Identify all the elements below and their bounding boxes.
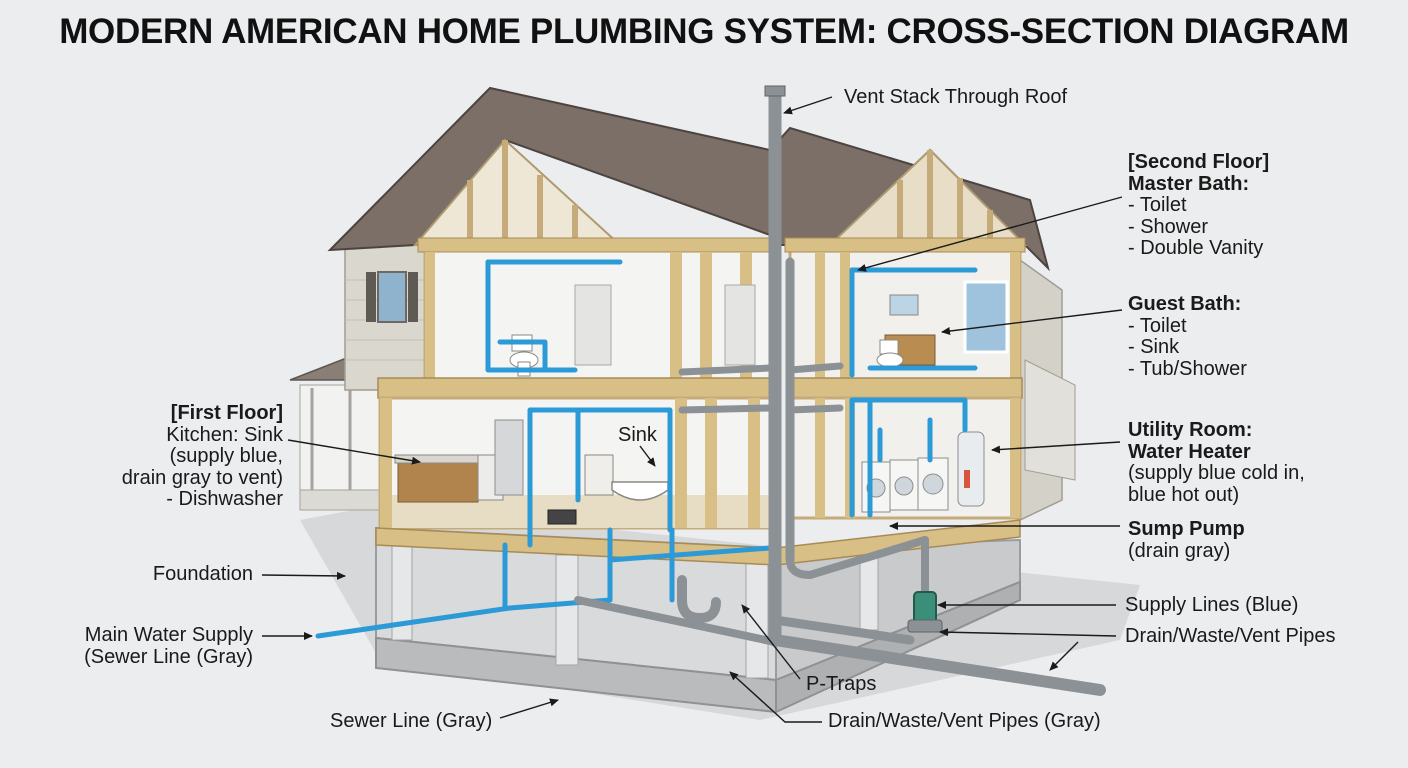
label-first-floor: [First Floor] Kitchen: Sink (supply blue… bbox=[121, 402, 283, 511]
diagram-title: MODERN AMERICAN HOME PLUMBING SYSTEM: CR… bbox=[59, 12, 1349, 51]
second-floor-heading: [Second Floor] bbox=[1128, 151, 1270, 173]
master-bath-item: - Shower bbox=[1128, 215, 1209, 238]
label-sink: Sink bbox=[618, 424, 657, 446]
master-bath-item: - Toilet bbox=[1128, 194, 1187, 216]
first-floor-line: drain gray to vent) bbox=[121, 466, 283, 489]
main-supply-line: Main Water Supply bbox=[84, 624, 253, 646]
label-dwv-pipes: Drain/Waste/Vent Pipes bbox=[1125, 625, 1336, 647]
utility-note: blue hot out) bbox=[1128, 483, 1240, 506]
p-trap bbox=[677, 575, 721, 624]
right-wall bbox=[1019, 258, 1076, 522]
sump-pump bbox=[907, 591, 943, 633]
sump-note: (drain gray) bbox=[1128, 539, 1231, 562]
guest-bath-item: - Tub/Shower bbox=[1128, 357, 1247, 380]
first-floor-frame bbox=[378, 396, 1022, 530]
label-p-traps: P-Traps bbox=[806, 673, 877, 695]
vent-cap bbox=[764, 85, 786, 97]
label-supply-lines: Supply Lines (Blue) bbox=[1125, 594, 1299, 616]
label-second-floor: [Second Floor] Master Bath: - Toilet - S… bbox=[1128, 151, 1270, 260]
label-sump-pump: Sump Pump (drain gray) bbox=[1128, 518, 1245, 562]
label-dwv-gray: Drain/Waste/Vent Pipes (Gray) bbox=[828, 710, 1101, 732]
leader-lines bbox=[261, 96, 1123, 723]
guest-bath-heading: Guest Bath: bbox=[1128, 293, 1242, 315]
master-bath-heading: Master Bath: bbox=[1128, 172, 1250, 195]
second-floor-joists bbox=[377, 377, 1023, 399]
label-vent-stack: Vent Stack Through Roof bbox=[844, 86, 1068, 108]
label-sewer-line: Sewer Line (Gray) bbox=[330, 710, 493, 732]
first-floor-line: - Dishwasher bbox=[166, 488, 283, 510]
first-floor-heading: [First Floor] bbox=[170, 402, 283, 424]
water-heater-heading: Water Heater bbox=[1128, 440, 1251, 463]
utility-note: (supply blue cold in, bbox=[1128, 462, 1305, 484]
sump-heading: Sump Pump bbox=[1128, 518, 1245, 540]
label-foundation: Foundation bbox=[152, 563, 253, 585]
second-floor-frame bbox=[417, 237, 1026, 382]
label-main-water-supply: Main Water Supply (Sewer Line (Gray) bbox=[84, 624, 253, 668]
label-utility-room: Utility Room: Water Heater (supply blue … bbox=[1128, 419, 1305, 506]
main-supply-note: (Sewer Line (Gray) bbox=[84, 645, 253, 668]
roof bbox=[327, 86, 1050, 272]
supply-pipes bbox=[315, 259, 978, 639]
first-floor-line: Kitchen: Sink bbox=[166, 423, 283, 446]
first-floor-line: (supply blue, bbox=[169, 445, 283, 467]
guest-bath-item: - Toilet bbox=[1128, 314, 1187, 337]
guest-bath-item: - Sink bbox=[1128, 336, 1180, 358]
label-guest-bath: Guest Bath: - Toilet - Sink - Tub/Shower bbox=[1128, 293, 1247, 380]
drain-pipes bbox=[574, 85, 1106, 696]
master-bath-item: - Double Vanity bbox=[1128, 237, 1264, 259]
utility-heading: Utility Room: bbox=[1128, 419, 1253, 441]
